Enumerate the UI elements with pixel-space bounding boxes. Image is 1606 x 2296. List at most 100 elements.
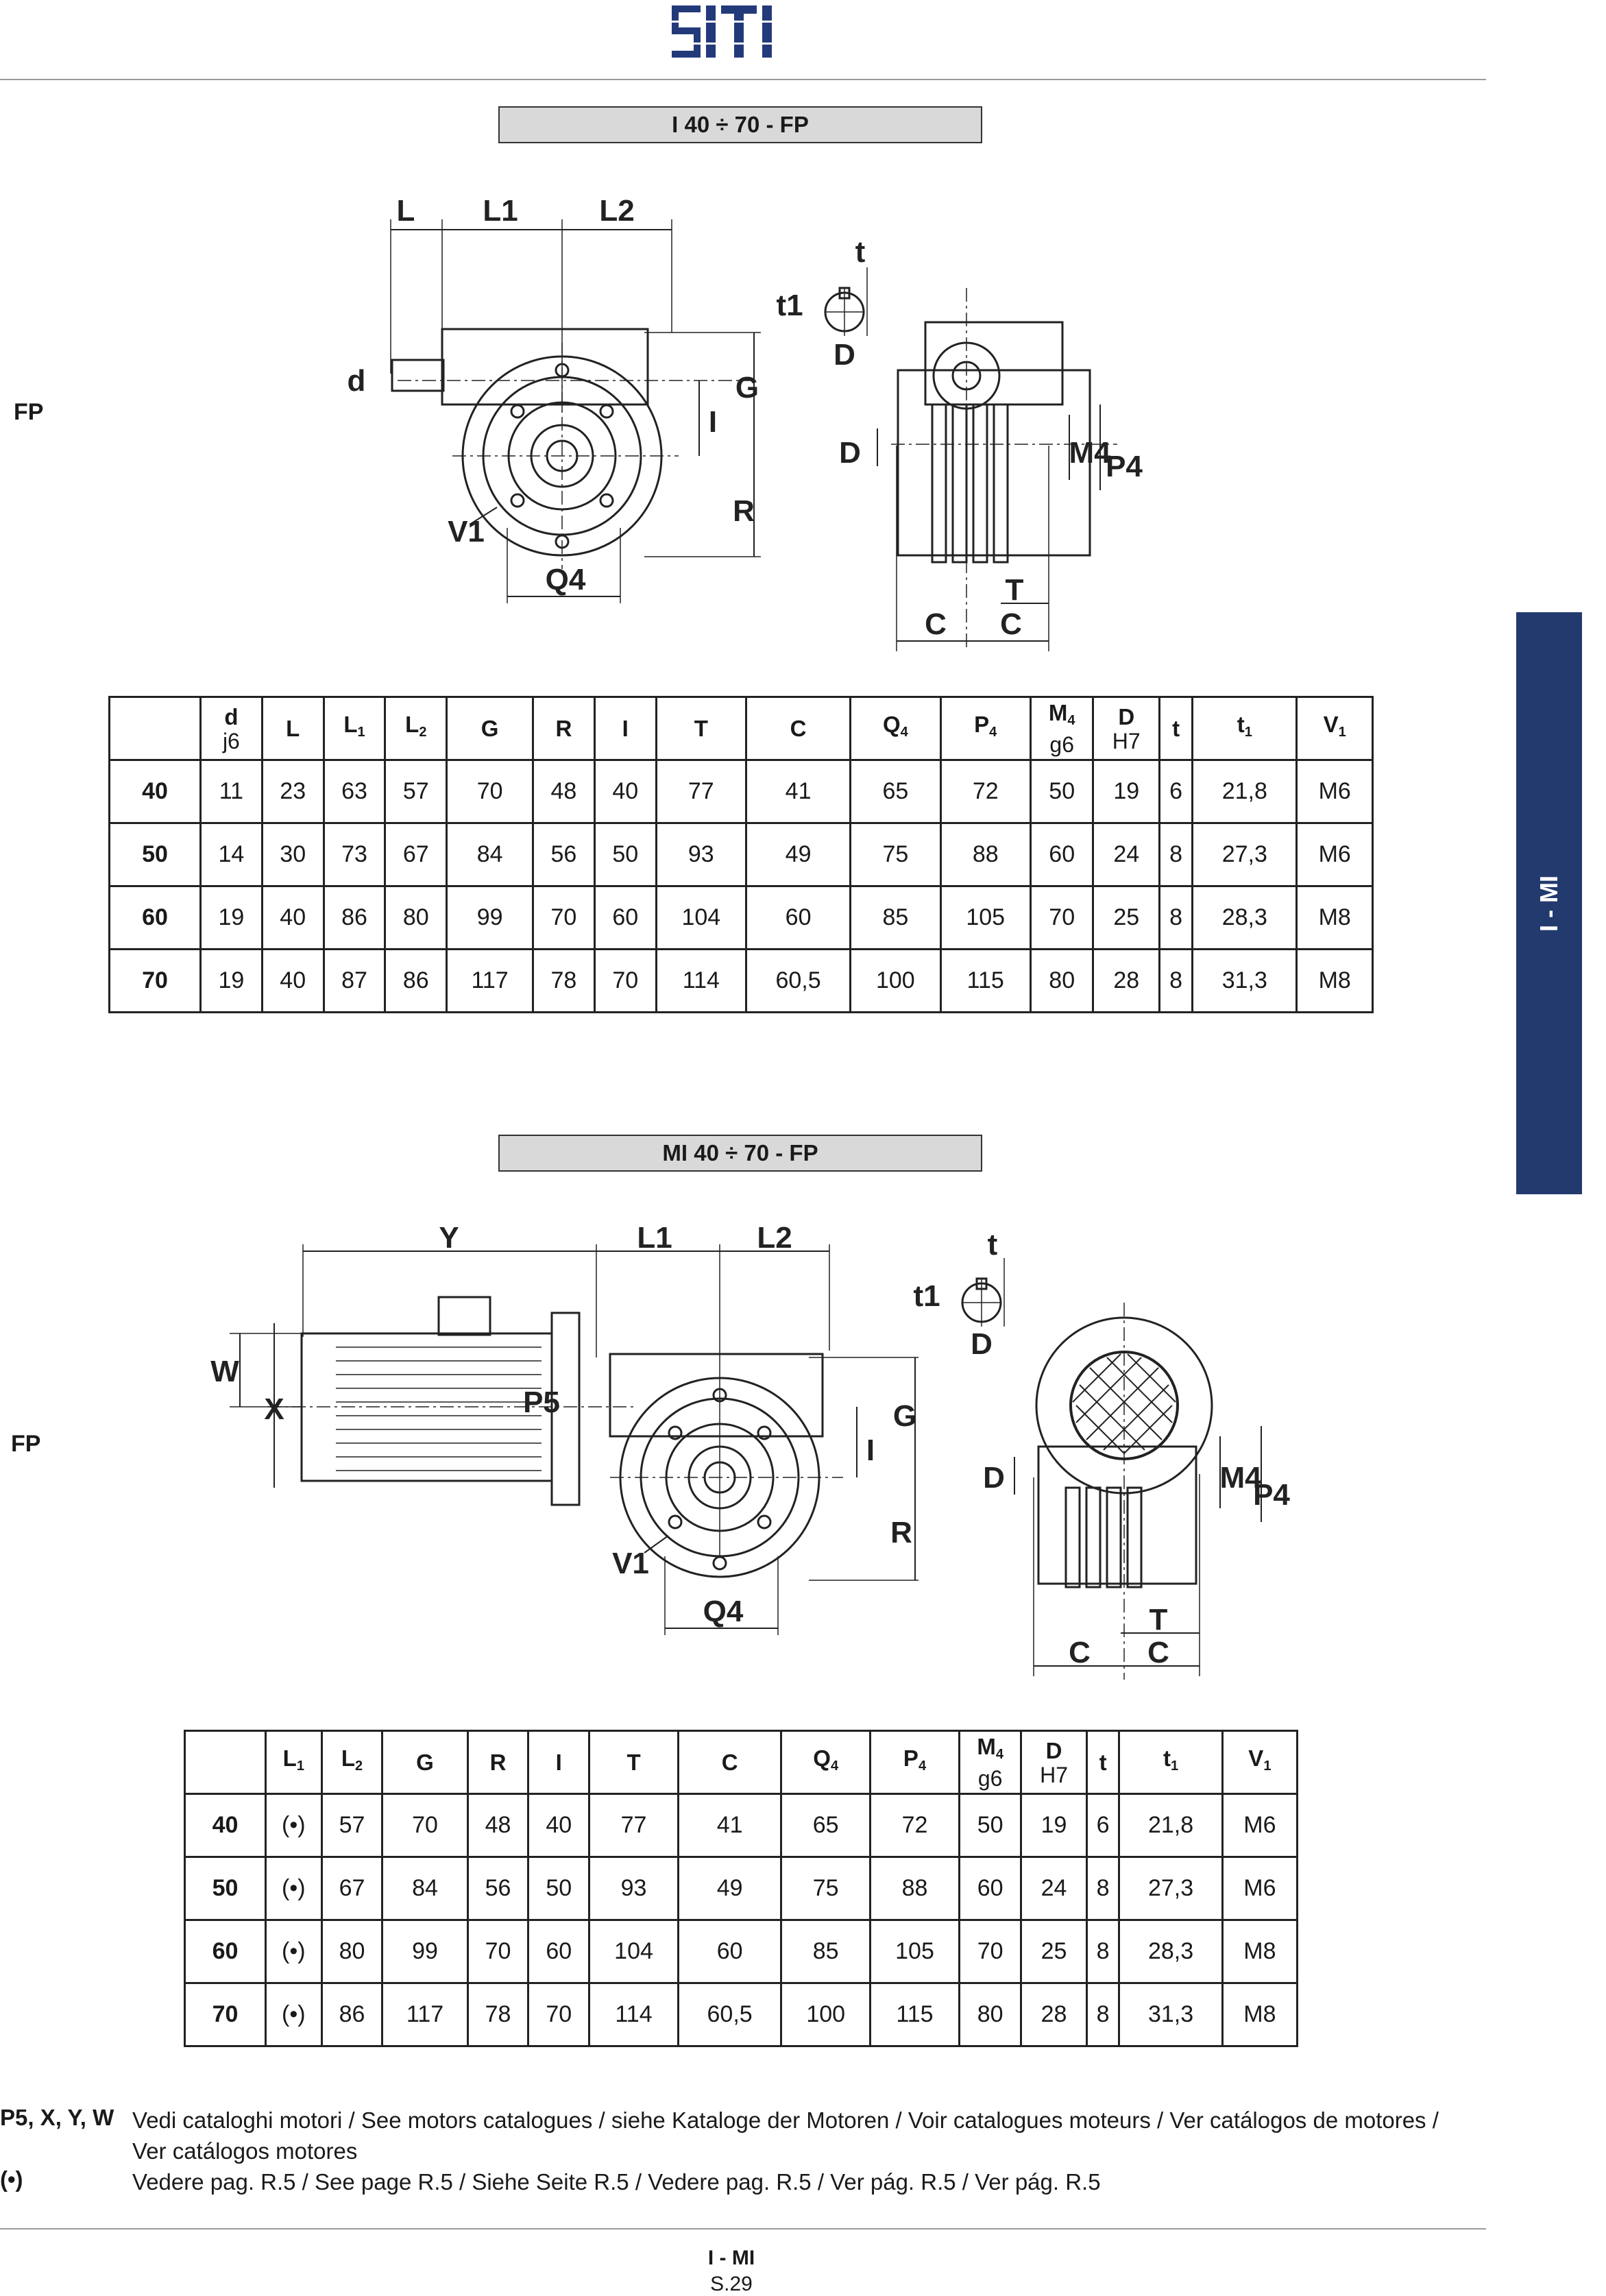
note-text-1: Vedi cataloghi motori / See motors catal… [132,2105,1496,2166]
label-q4: Q4 [703,1595,744,1628]
value-cell: M8 [1295,885,1374,950]
value-cell: 56 [532,822,596,887]
value-cell: 49 [677,1856,783,1921]
value-cell: 70 [593,948,657,1013]
header-cell: t1 [1118,1730,1224,1795]
value-cell: 70 [532,885,596,950]
value-cell: M6 [1295,759,1374,824]
label-p5: P5 [523,1386,560,1419]
label-i: I [866,1434,875,1467]
header-cell: T [588,1730,679,1795]
header-cell: R [466,1730,530,1795]
value-cell: 50 [593,822,657,887]
value-cell: 70 [1029,885,1095,950]
value-cell: 60 [527,1919,591,1984]
value-cell: 31,3 [1118,1982,1224,2047]
value-cell: 70 [381,1793,469,1858]
drawing-i-fp: L L1 L2 d G I R V1 Q4 t t1 D D M4 P4 T C… [348,194,1143,651]
label-q4: Q4 [546,563,586,596]
note-text-1-line2: Ver catálogos motores [132,2138,358,2164]
value-cell: M8 [1295,948,1374,1013]
label-v1: V1 [448,515,485,548]
value-cell: 11 [199,759,263,824]
header-cell: C [677,1730,783,1795]
value-cell: 84 [446,822,535,887]
footer-page-number: S.29 [710,2273,753,2295]
value-cell: 93 [655,822,748,887]
size-cell: 60 [184,1919,267,1984]
value-cell: 117 [381,1982,469,2047]
label-t-side: T [1149,1603,1168,1636]
size-cell: 40 [184,1793,267,1858]
value-cell: 23 [260,759,325,824]
header-cell: L1 [265,1730,323,1795]
value-cell: 40 [593,759,657,824]
value-cell: 115 [869,1982,960,2047]
label-x: X [264,1392,284,1426]
value-cell: 60 [677,1919,783,1984]
note-key-2: (•) [0,2166,23,2192]
size-cell: 70 [184,1982,267,2047]
label-d-side: D [839,436,861,470]
header-cell: L2 [384,696,448,761]
value-cell: 77 [655,759,748,824]
value-cell: 100 [849,948,942,1013]
value-cell: 100 [780,1982,872,2047]
value-cell: 77 [588,1793,679,1858]
value-cell: 78 [466,1982,530,2047]
value-cell: 65 [780,1793,872,1858]
value-cell: 104 [588,1919,679,1984]
value-cell: 60,5 [744,948,852,1013]
value-cell: 28 [1020,1982,1088,2047]
value-cell: 63 [322,759,387,824]
value-cell: 28,3 [1118,1919,1224,1984]
header-cell: L1 [322,696,387,761]
value-cell: 60 [958,1856,1023,1921]
siti-logo [668,5,799,58]
fp-label-1: FP [14,399,44,425]
size-cell: 60 [108,885,202,950]
note-text-2: Vedere pag. R.5 / See page R.5 / Siehe S… [132,2169,1101,2195]
value-cell: 67 [320,1856,384,1921]
label-c-right: C [1000,607,1022,641]
label-m4: M4 [1069,436,1111,470]
label-l1: L1 [483,194,518,228]
value-cell: 8 [1158,885,1194,950]
value-cell: M6 [1221,1793,1299,1858]
fp-label-2: FP [11,1431,41,1457]
value-cell: M8 [1221,1982,1299,2047]
header-cell: I [527,1730,591,1795]
label-c-right: C [1147,1636,1169,1669]
value-cell: 73 [322,822,387,887]
label-l1: L1 [637,1221,672,1255]
value-cell: (•) [265,1856,323,1921]
label-t: t [855,235,866,269]
label-r: R [733,494,755,528]
value-cell: 25 [1020,1919,1088,1984]
value-cell: 85 [849,885,942,950]
value-cell: 80 [958,1982,1023,2047]
value-cell: (•) [265,1793,323,1858]
value-cell: 105 [869,1919,960,1984]
value-cell: 8 [1085,1919,1121,1984]
value-cell: 19 [199,885,263,950]
header-cell: T [655,696,748,761]
value-cell: 115 [939,948,1032,1013]
label-y: Y [439,1221,459,1255]
value-cell: M8 [1221,1919,1299,1984]
header-cell: G [446,696,535,761]
header-cell: V1 [1295,696,1374,761]
size-cell: 70 [108,948,202,1013]
value-cell: M6 [1221,1856,1299,1921]
label-t1: t1 [776,289,803,322]
value-cell: 40 [527,1793,591,1858]
value-cell: 72 [869,1793,960,1858]
value-cell: 85 [780,1919,872,1984]
header-cell: R [532,696,596,761]
